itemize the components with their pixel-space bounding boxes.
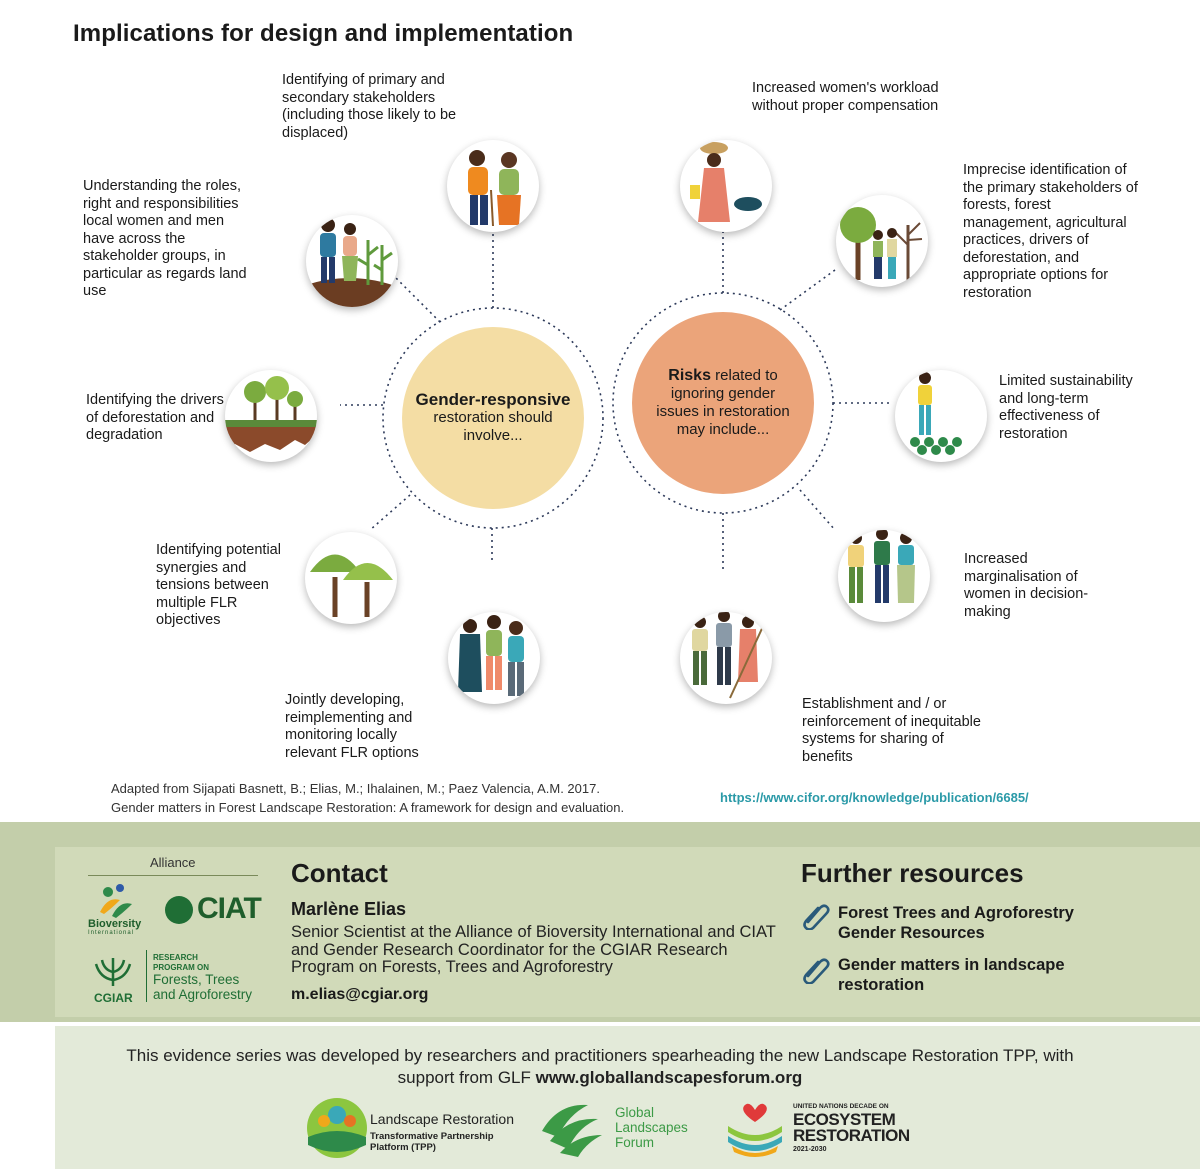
contact-email[interactable]: m.elias@cgiar.org [291,986,429,1003]
cgiar-logo-icon [94,958,132,986]
program-small: RESEARCH PROGRAM ON [153,953,209,972]
hub-right-text: related to ignoring gender issues in res… [656,367,790,438]
right-item-workload: Increased women's workload without prope… [752,80,939,114]
cgiar-name: CGIAR [94,991,133,1005]
glf-name: Global Landscapes Forum [615,1105,688,1150]
source-credit: Adapted from Sijapati Basnett, B.; Elias… [111,779,624,817]
publication-link[interactable]: https://www.cifor.org/knowledge/publicat… [720,790,1029,805]
paperclip-icon [803,958,830,984]
alliance-divider [88,875,258,876]
right-item-marginalisation: Increased marginalisation of women in de… [964,551,1089,620]
left-item-jointly: Jointly developing, reimplementing and m… [285,692,419,761]
page-title: Implications for design and implementati… [73,20,574,47]
ciat-globe-icon [165,896,193,924]
un-decade-name: ECOSYSTEM RESTORATION [793,1110,910,1145]
ciat-name: CIAT [197,892,262,925]
three-people-icon [838,530,930,622]
landscape-restoration-logo-icon [307,1098,367,1158]
footer-statement: This evidence series was developed by re… [126,1046,1074,1087]
resources-heading: Further resources [801,858,1024,888]
elderly-couple-icon [447,140,539,232]
gender-responsive-hub: Gender-responsive restoration should inv… [402,327,584,509]
credit-line-1: Adapted from Sijapati Basnett, B.; Elias… [111,781,600,796]
footer-url[interactable]: www.globallandscapesforum.org [535,1068,803,1087]
lr-title: Landscape Restoration [370,1111,514,1127]
bioversity-logo-icon [100,884,132,918]
credit-line-2: Gender matters in Forest Landscape Resto… [111,800,625,815]
trees-icon [305,532,397,624]
person-seedlings-icon [895,370,987,462]
woman-carrying-load-icon [680,140,772,232]
eroded-land-icon [225,370,317,462]
bioversity-name: Bioversity [88,918,142,930]
un-decade-logo-icon [728,1103,782,1157]
group-meeting-icon [448,612,540,704]
glf-logo-icon [542,1104,602,1157]
un-decade-years: 2021-2030 [793,1146,827,1153]
left-item-stakeholders: Identifying of primary and secondary sta… [282,72,457,141]
left-item-drivers: Identifying the drivers of deforestation… [86,392,224,443]
risks-hub: Risks related to ignoring gender issues … [632,312,814,494]
footer-panel [55,1026,1200,1169]
contact-heading: Contact [291,858,388,888]
left-item-synergies: Identifying potential synergies and tens… [156,542,281,628]
bioversity-sub: International [88,930,135,936]
resource-link-gender-matters[interactable]: Gender matters in landscape restoration [838,956,1065,994]
right-item-limited: Limited sustainability and long-term eff… [999,373,1133,442]
hub-left-strong: Gender-responsive [415,390,571,409]
farmers-couple-icon [306,215,398,307]
contact-name: Marlène Elias [291,899,407,919]
footer-text: This evidence series was developed by re… [100,1045,1100,1089]
left-item-roles: Understanding the roles, right and respo… [83,178,247,299]
right-item-inequitable: Establishment and / or reinforcement of … [802,696,981,765]
forest-people-icon [836,195,928,287]
hub-right-strong: Risks [668,367,711,384]
people-with-tools-icon [680,612,772,704]
resource-link-gender-resources[interactable]: Forest Trees and Agroforestry Gender Res… [838,904,1074,942]
cgiar-divider [146,950,147,1002]
right-item-imprecise: Imprecise identification of the primary … [963,162,1138,301]
lr-subtitle: Transformative Partnership Platform (TPP… [370,1131,494,1153]
paperclip-icon [803,904,830,930]
contact-role: Senior Scientist at the Alliance of Biov… [291,923,776,976]
hub-left-text: restoration should involve... [433,409,553,444]
program-name: Forests, Trees and Agroforestry [153,972,253,1002]
un-decade-small: UNITED NATIONS DECADE ON [793,1103,889,1110]
alliance-label: Alliance [150,855,196,870]
